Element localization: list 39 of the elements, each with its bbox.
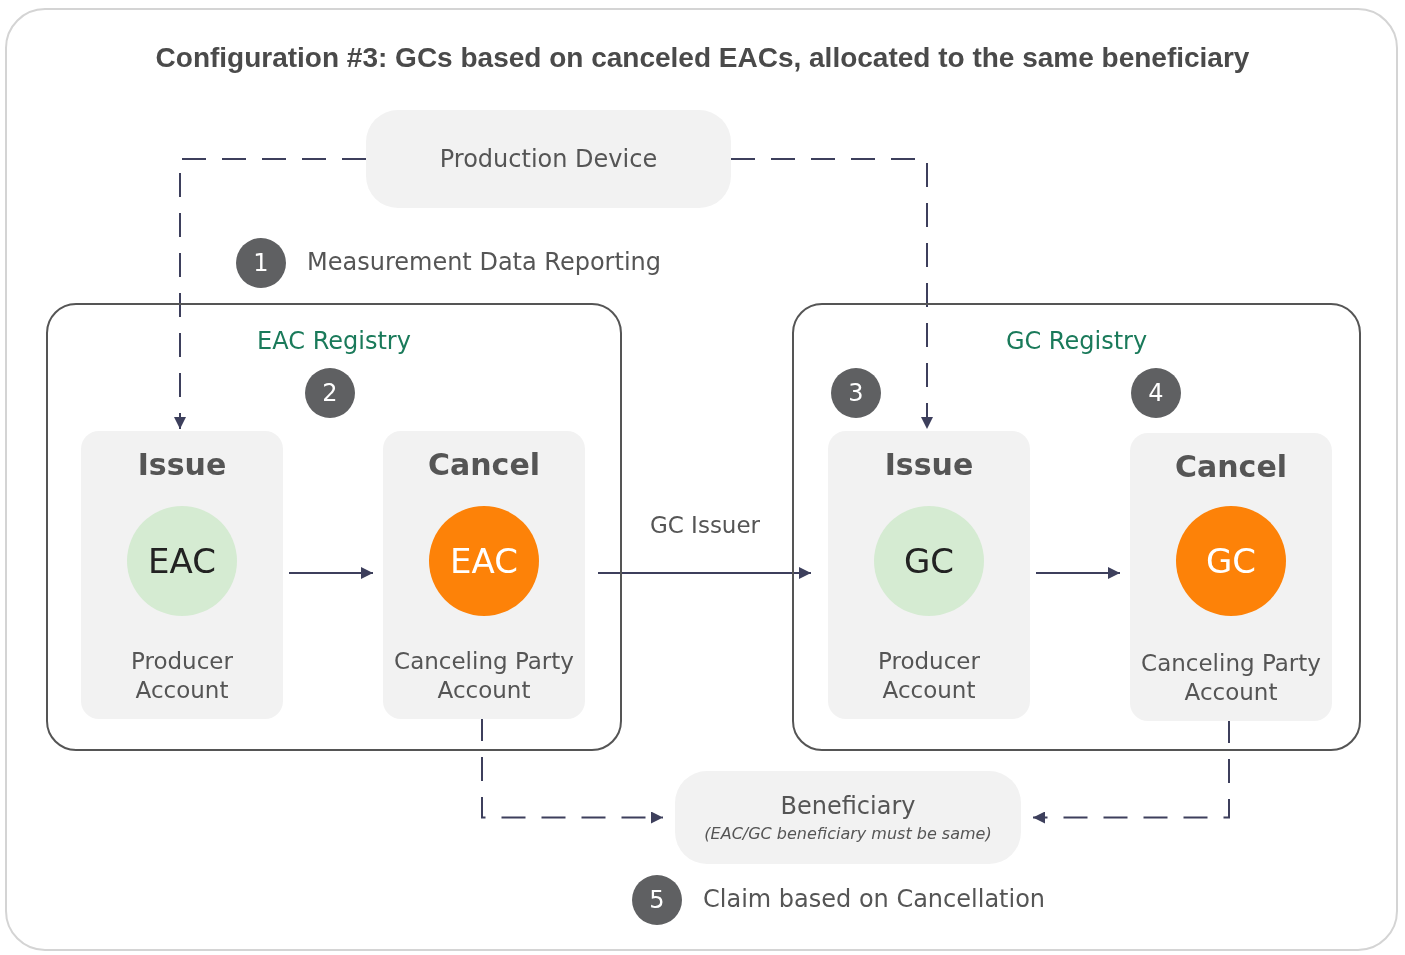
- dashed-arrow: [730, 158, 933, 430]
- dashed-arrow: [481, 716, 664, 824]
- card-heading: Cancel: [427, 447, 541, 482]
- token-circle: EAC: [429, 506, 539, 616]
- card-heading: Issue: [136, 447, 228, 482]
- registry-panel: [46, 303, 622, 751]
- step-badge: 2: [305, 368, 355, 418]
- arrow: [1035, 567, 1121, 579]
- account-card: [828, 431, 1030, 719]
- box-label: Beneficiary: [780, 792, 916, 820]
- registry-title: EAC Registry: [256, 327, 412, 355]
- arrow: [288, 567, 374, 579]
- step-badge: 1: [236, 238, 286, 288]
- token-circle: GC: [874, 506, 984, 616]
- box-note: (EAC/GC beneficiary must be same): [704, 824, 992, 843]
- diagram-title: Configuration #3: GCs based on canceled EACs, allocated to the same beneficiary: [154, 42, 1251, 74]
- token-circle: EAC: [127, 506, 237, 616]
- registry-title: GC Registry: [1004, 327, 1149, 355]
- account-card: [81, 431, 283, 719]
- box-label: Production Device: [439, 145, 658, 173]
- step-badge: 3: [831, 368, 881, 418]
- account-label: Producer Account: [877, 647, 981, 705]
- token-circle: GC: [1176, 506, 1286, 616]
- step-label: Measurement Data Reporting: [307, 248, 661, 276]
- account-card: [383, 431, 585, 719]
- account-card: [1130, 433, 1332, 721]
- registry-panel: [792, 303, 1361, 751]
- account-label: Canceling Party Account: [1140, 649, 1322, 707]
- dashed-arrow: [174, 158, 367, 430]
- step-badge: 4: [1131, 368, 1181, 418]
- device-box: [366, 110, 731, 208]
- arrow: [597, 567, 812, 579]
- step-label: Claim based on Cancellation: [703, 885, 1046, 913]
- card-heading: Cancel: [1174, 449, 1288, 484]
- dashed-arrow: [1032, 718, 1230, 824]
- account-label: Canceling Party Account: [393, 647, 575, 705]
- account-label: Producer Account: [130, 647, 234, 705]
- card-heading: Issue: [883, 447, 975, 482]
- step-badge: 5: [632, 875, 682, 925]
